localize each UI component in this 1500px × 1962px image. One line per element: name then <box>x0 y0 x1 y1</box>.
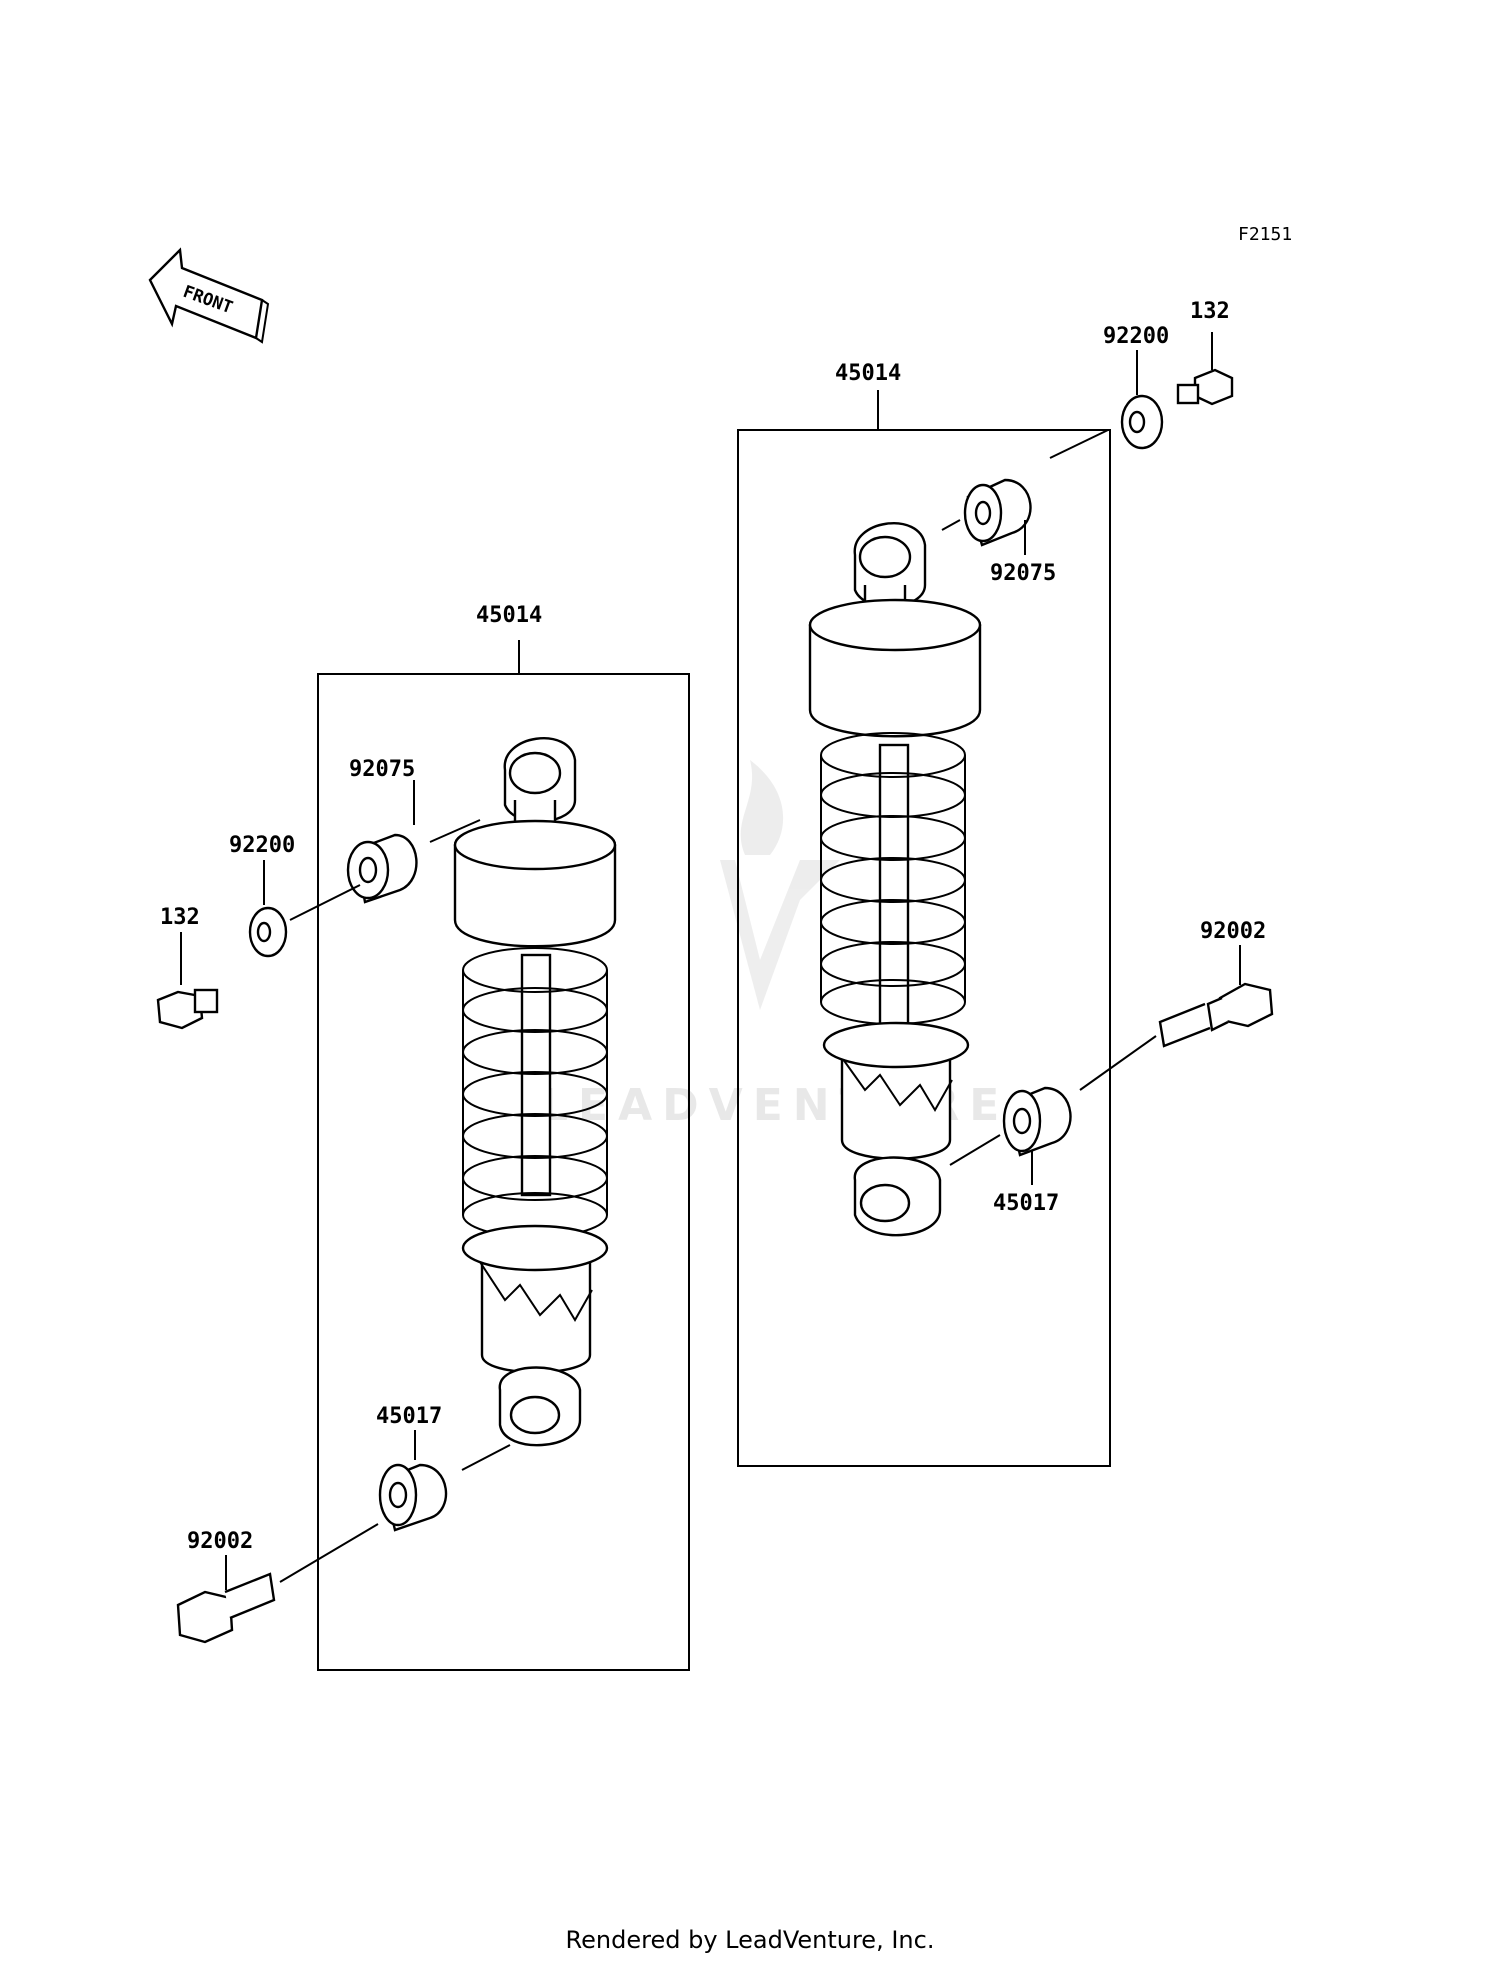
left-shock-absorber <box>453 737 617 1447</box>
diagram-id: F2151 <box>1238 224 1292 245</box>
right-small-bolt <box>1176 332 1234 406</box>
right-assembly-frame <box>737 390 1111 1467</box>
callout-right-bottom-bolt: 92002 <box>1200 919 1266 944</box>
right-top-bushing <box>941 478 1032 555</box>
callout-left-shock: 45014 <box>476 603 542 628</box>
left-washer <box>248 860 361 958</box>
left-top-bushing <box>346 780 481 904</box>
callout-right-bottom-bushing: 45017 <box>993 1191 1059 1216</box>
right-washer <box>1049 350 1164 459</box>
callout-left-small-bolt: 132 <box>160 905 200 930</box>
callout-right-small-bolt: 132 <box>1190 299 1230 324</box>
right-shock-absorber <box>808 522 982 1237</box>
right-bottom-bushing <box>949 1086 1072 1185</box>
left-assembly-frame <box>317 640 690 1671</box>
callout-left-washer: 92200 <box>229 833 295 858</box>
callout-right-washer: 92200 <box>1103 324 1169 349</box>
callout-right-top-bushing: 92075 <box>990 561 1056 586</box>
callout-left-bottom-bushing: 45017 <box>376 1404 442 1429</box>
left-bottom-bolt <box>176 1523 379 1644</box>
left-bottom-bushing <box>378 1430 511 1532</box>
callout-left-top-bushing: 92075 <box>349 757 415 782</box>
footer-credit: Rendered by LeadVenture, Inc. <box>565 1926 935 1954</box>
callout-left-bottom-bolt: 92002 <box>187 1529 253 1554</box>
callout-right-shock: 45014 <box>835 361 901 386</box>
right-bottom-bolt <box>1079 945 1274 1091</box>
front-arrow-icon: FRONT <box>148 247 270 344</box>
left-small-bolt <box>156 932 219 1030</box>
